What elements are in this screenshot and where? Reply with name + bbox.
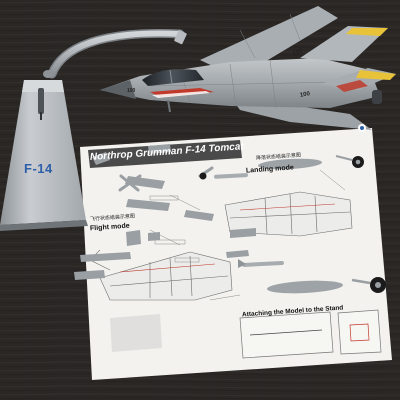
- engine-nozzle: [372, 90, 382, 104]
- stand-label: F-14: [24, 161, 53, 176]
- wheel-part: [335, 155, 364, 168]
- tail-yellow-tip: [346, 28, 388, 36]
- display-stand: [0, 28, 187, 231]
- loose-parts: [74, 144, 386, 294]
- nose-cone: [100, 80, 136, 99]
- fuel-tank-part: [267, 280, 343, 294]
- sheet-title-band: [88, 140, 242, 168]
- wheel-part: [351, 277, 386, 293]
- canopy: [142, 69, 204, 86]
- nose-number: 100: [127, 88, 136, 94]
- left-wing: [200, 6, 338, 78]
- missile-part: [238, 259, 284, 268]
- clear-parts-bag: [110, 314, 162, 352]
- stand-instruction-boxes: [239, 309, 382, 359]
- f14-model: [100, 6, 396, 132]
- wheel-part: [199, 172, 207, 180]
- missile-part: [214, 173, 248, 179]
- fuel-tank-part: [258, 158, 322, 170]
- pylon-parts: [74, 144, 256, 280]
